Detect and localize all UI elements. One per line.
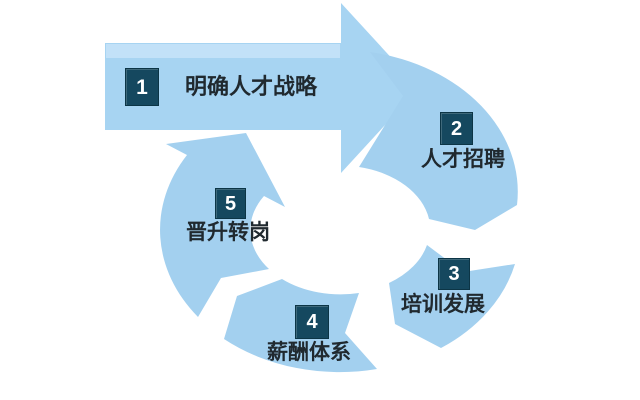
step-4-label: 薪酬体系 bbox=[267, 341, 351, 364]
step-1-badge: 1 bbox=[125, 68, 159, 106]
cycle-arrow-segment-5 bbox=[160, 133, 285, 317]
step-3-label: 培训发展 bbox=[401, 293, 485, 316]
step-1-label: 明确人才战略 bbox=[185, 74, 318, 99]
step-5-badge: 5 bbox=[215, 188, 246, 219]
step-5-label: 晋升转岗 bbox=[186, 221, 270, 244]
step-2-label: 人才招聘 bbox=[421, 148, 505, 171]
step-2-badge: 2 bbox=[440, 112, 473, 145]
step-3-badge: 3 bbox=[438, 258, 470, 290]
step-4-badge: 4 bbox=[295, 305, 329, 339]
cycle-arrow-segment-3 bbox=[389, 245, 515, 348]
step1-banner-highlight bbox=[106, 44, 340, 58]
cycle-arrow-segment-2 bbox=[359, 52, 518, 230]
